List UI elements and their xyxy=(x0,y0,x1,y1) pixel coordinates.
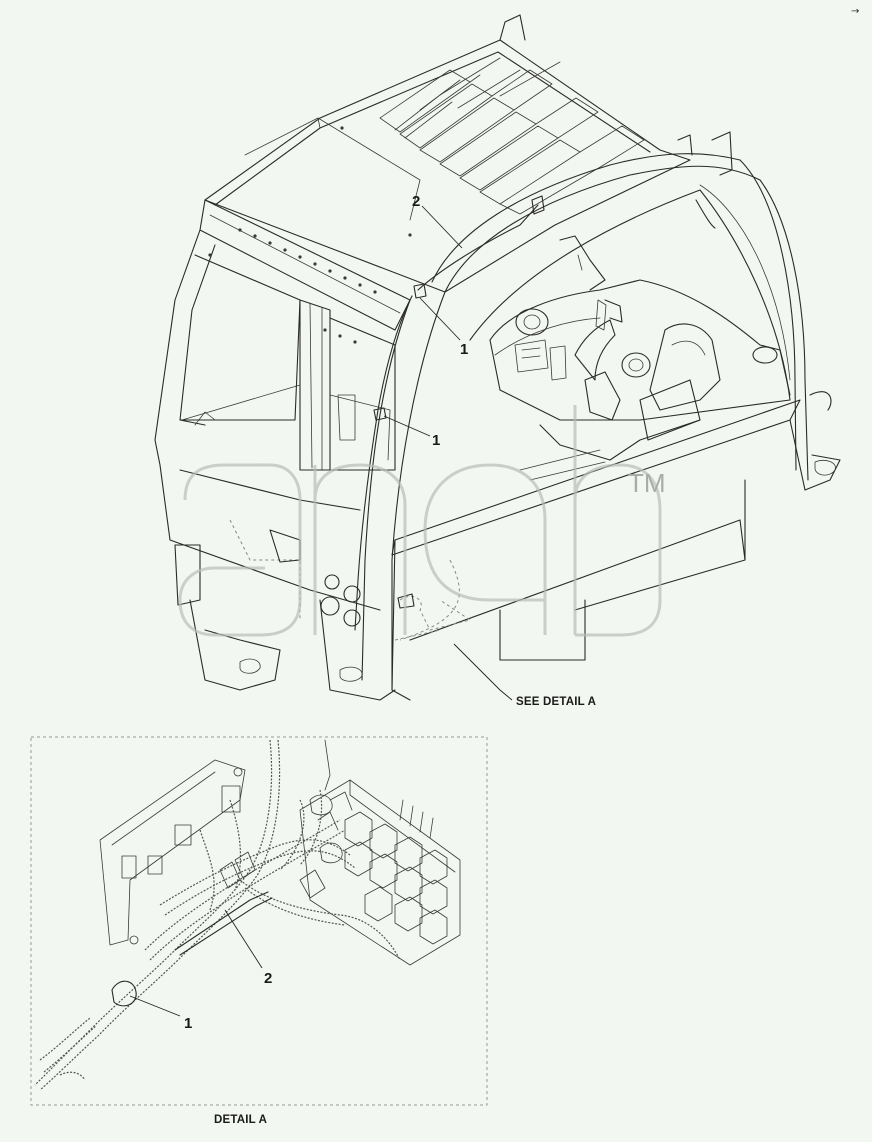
detail-a-caption: DETAIL A xyxy=(214,1114,267,1126)
callout-2-main: 2 xyxy=(412,193,420,210)
corner-arrow-icon: → xyxy=(851,6,859,17)
roof-grille xyxy=(379,57,645,215)
detail-callouts: 2 1 xyxy=(129,909,272,1032)
cab-assembly-illustration xyxy=(154,14,841,701)
callout-1-detail: 1 xyxy=(184,1015,192,1032)
main-callouts: 2 1 1 SEE DETAIL A xyxy=(383,193,596,708)
watermark-trademark: TM xyxy=(628,468,666,498)
see-detail-a-label: SEE DETAIL A xyxy=(516,696,596,708)
callout-1-main-upper: 1 xyxy=(460,341,468,358)
fuse-relay-box xyxy=(299,779,461,966)
callout-1-main-lower: 1 xyxy=(432,432,440,449)
callout-2-detail: 2 xyxy=(264,970,272,987)
harness-bundle xyxy=(34,739,401,1091)
harness-item-2 xyxy=(354,195,832,631)
mounting-holes xyxy=(208,126,412,344)
detail-a-illustration xyxy=(34,739,461,1091)
watermark-logo xyxy=(178,405,662,637)
control-console xyxy=(489,235,791,481)
detail-a-frame xyxy=(30,736,488,1106)
